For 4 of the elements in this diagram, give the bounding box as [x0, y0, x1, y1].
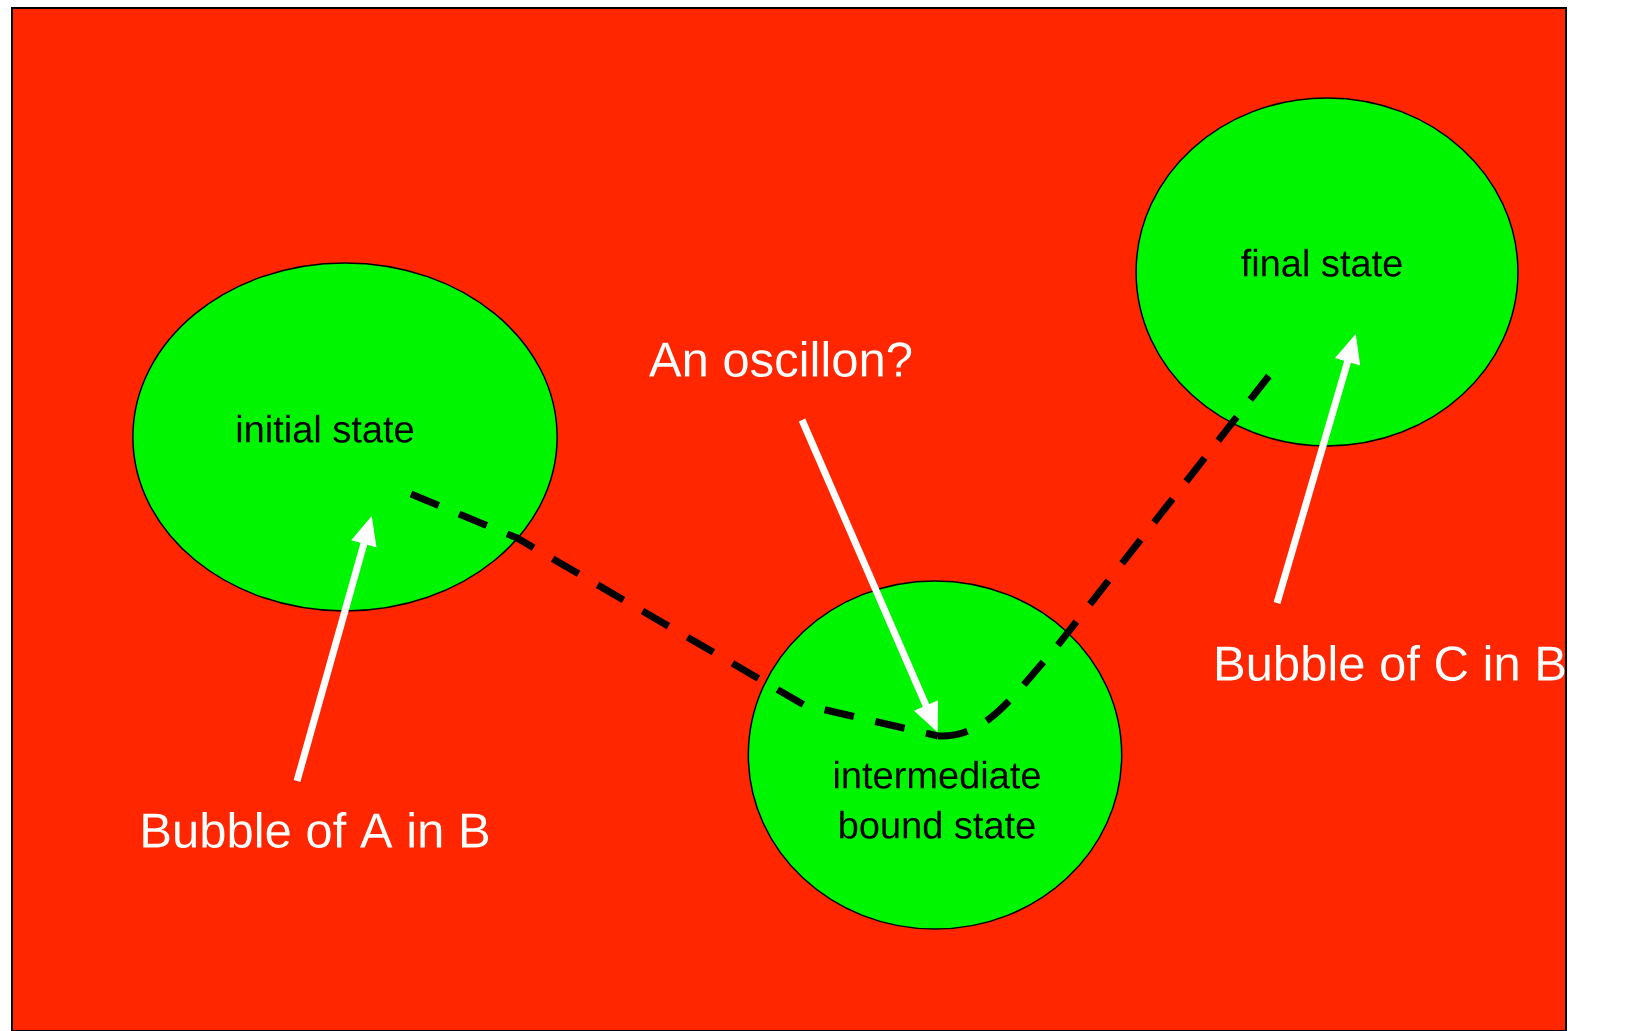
callout-label: Bubble of C in B: [1217, 645, 1565, 681]
callout-label: Bubble of A in B: [143, 812, 489, 848]
callout-label: An oscillon?: [649, 341, 912, 377]
connector-line: [409, 490, 939, 740]
